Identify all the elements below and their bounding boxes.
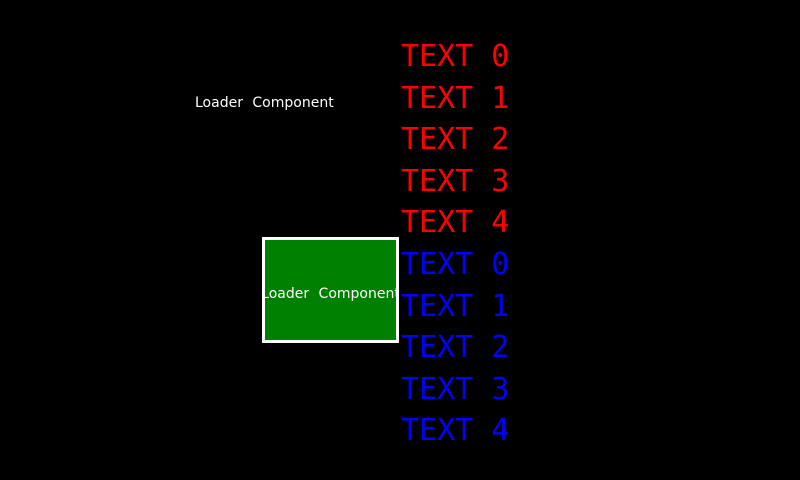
loader-component-box-label: Loader Component: [262, 285, 399, 302]
list-item[interactable]: TEXT 3: [401, 371, 510, 407]
loader-component-label: Loader Component: [195, 95, 334, 111]
list-item[interactable]: TEXT 4: [401, 413, 510, 449]
list-item[interactable]: TEXT 2: [401, 122, 510, 158]
list-item[interactable]: TEXT 1: [401, 80, 510, 116]
list-item[interactable]: TEXT 3: [401, 163, 510, 199]
list-item[interactable]: TEXT 0: [401, 39, 510, 74]
list-item[interactable]: TEXT 0: [401, 246, 510, 282]
list-item[interactable]: TEXT 2: [401, 330, 510, 366]
text-list: TEXT 0 TEXT 1 TEXT 2 TEXT 3 TEXT 4 TEXT …: [401, 36, 800, 452]
list-item[interactable]: TEXT 4: [401, 205, 510, 241]
list-item[interactable]: TEXT 1: [401, 288, 510, 324]
loader-component-box[interactable]: Loader Component: [262, 237, 399, 343]
